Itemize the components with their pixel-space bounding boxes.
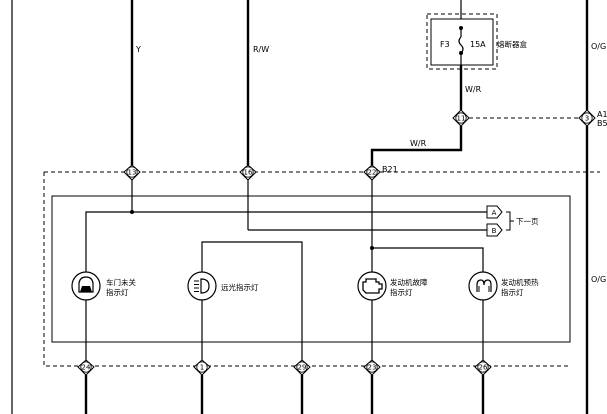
wire-color-wr-upper: W/R (465, 85, 482, 94)
svg-text:B: B (492, 227, 497, 235)
connector-3: 3 (578, 109, 596, 127)
connector-a1-label: A1 (597, 110, 607, 119)
svg-text:16: 16 (244, 169, 253, 177)
fuse-box-label: 熔断器盒 (497, 39, 527, 49)
fuse-id: F3 (440, 40, 450, 49)
wire-wr-lower (370, 126, 463, 165)
svg-text:24: 24 (82, 364, 91, 372)
lamp-glow-label-1: 发动机预热 (501, 277, 539, 287)
wire-color-og-lower: O/G (591, 275, 606, 284)
svg-text:A: A (492, 209, 497, 217)
fuse-element (458, 36, 464, 54)
next-page-flag-b: B (486, 223, 503, 237)
lamp-glow-label-2: 指示灯 (501, 287, 524, 297)
lamp-door-label-2: 指示灯 (106, 287, 129, 297)
top-pin-13: 13 (123, 164, 141, 181)
engine-fault-lamp-icon (357, 271, 387, 301)
lamp-engine-label-2: 指示灯 (390, 287, 413, 297)
wire-high-beam-return (201, 241, 303, 360)
svg-text:26: 26 (479, 364, 488, 372)
lamp-high-beam-label: 远光指示灯 (221, 282, 259, 292)
wire-color-wr-lower: W/R (410, 139, 427, 148)
next-page-label: 下一页 (516, 217, 539, 226)
top-pin-22: 22 (363, 164, 381, 181)
svg-text:22: 22 (368, 169, 377, 177)
svg-text:11: 11 (457, 115, 466, 123)
fuse-rating: 15A (470, 40, 486, 49)
svg-text:1: 1 (200, 364, 204, 372)
top-pin-16: 16 (239, 164, 257, 181)
lamp-engine-label-1: 发动机故障 (390, 277, 428, 287)
splice-connector-11: 11 (452, 109, 470, 127)
bottom-pin-26: 26 (474, 359, 492, 376)
door-open-lamp-icon (71, 271, 101, 301)
connector-b5-label: B5 (597, 119, 607, 128)
cluster-panel (51, 195, 571, 343)
next-page-bracket (506, 211, 514, 231)
svg-text:29: 29 (298, 364, 307, 372)
bottom-pin-23: 23 (363, 359, 381, 376)
wire-color-rw: R/W (253, 45, 269, 54)
svg-text:3: 3 (585, 115, 589, 123)
high-beam-lamp-icon (187, 271, 217, 301)
svg-text:13: 13 (128, 169, 137, 177)
wire-color-og-upper: O/G (591, 42, 606, 51)
svg-text:23: 23 (368, 364, 377, 372)
next-page-flag-a: A (486, 205, 503, 219)
connector-b21-label: B21 (382, 165, 398, 174)
cluster-dashed-outline (43, 171, 600, 367)
wire-color-y: Y (135, 45, 141, 54)
bottom-pin-24: 24 (77, 359, 95, 376)
bottom-pin-29: 29 (293, 359, 311, 376)
glow-plug-lamp-icon (468, 271, 498, 301)
fuse-box-outline (426, 13, 498, 70)
lamp-door-label-1: 车门未关 (106, 277, 136, 287)
bottom-pin-1: 1 (193, 359, 211, 376)
